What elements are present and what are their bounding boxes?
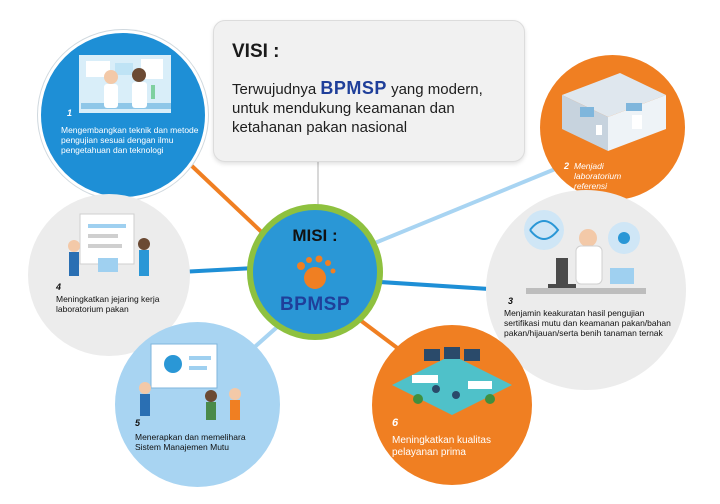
mission-number-3: 3 <box>508 296 514 306</box>
mission-text-5: Menerapkan dan memelihara Sistem Manajem… <box>135 432 246 452</box>
mission-circle-1: 1 Mengembangkan teknik dan metode penguj… <box>38 30 208 200</box>
mission-circle-3: 3 Menjamin keakuratan hasil pengujian se… <box>486 190 686 390</box>
mission-circle-6: 6 Meningkatkan kualitas pelayanan prima <box>372 325 532 485</box>
connector-2 <box>369 163 566 247</box>
misi-center-circle: MISI : BPMSP <box>247 204 383 340</box>
scientist-microscope-illustration <box>524 210 646 294</box>
mission-number-1: 1 <box>67 108 73 118</box>
mission-number-5: 5 <box>135 418 141 428</box>
mission-number-6: 6 <box>392 417 399 429</box>
connector-3 <box>379 280 506 292</box>
laboratory-room-illustration <box>562 73 666 151</box>
mission-number-2: 2 <box>564 161 570 171</box>
mission-text-3: Menjamin keakuratan hasil pengujian sert… <box>504 308 671 338</box>
misi-brand: BPMSP <box>279 294 351 315</box>
visi-brand: BPMSP <box>320 78 387 98</box>
mission-circle-5: 5 Menerapkan dan memelihara Sistem Manaj… <box>115 322 280 487</box>
mission-number-4: 4 <box>56 282 62 292</box>
visi-box: VISI : Terwujudnya BPMSP yang modern, un… <box>213 20 525 162</box>
connector-4 <box>179 266 256 274</box>
team-network-illustration <box>68 213 150 276</box>
quality-management-illustration <box>139 343 241 420</box>
orange-dots-logo-icon <box>297 255 336 289</box>
mission-text-2: Menjadi laboratorium referensi <box>574 161 622 191</box>
mission-circle-2: 2 Menjadi laboratorium referensi <box>540 55 685 200</box>
visi-line-rest: yang modern, untuk mendukung keamanan da… <box>232 81 483 136</box>
visi-line-start: Terwujudnya <box>232 81 317 98</box>
mission-text-4: Meningkatkan jejaring kerja laboratorium… <box>56 294 160 314</box>
visi-title: VISI : <box>232 41 280 62</box>
visi-statement: Terwujudnya BPMSP yang modern, untuk men… <box>232 79 522 137</box>
lab-scientists-illustration <box>79 55 171 113</box>
mission-text-6: Meningkatkan kualitas pelayanan prima <box>392 435 491 458</box>
mission-text-1: Mengembangkan teknik dan metode pengujia… <box>61 125 199 155</box>
service-lobby-illustration <box>392 347 512 415</box>
misi-title: MISI : <box>292 226 338 245</box>
